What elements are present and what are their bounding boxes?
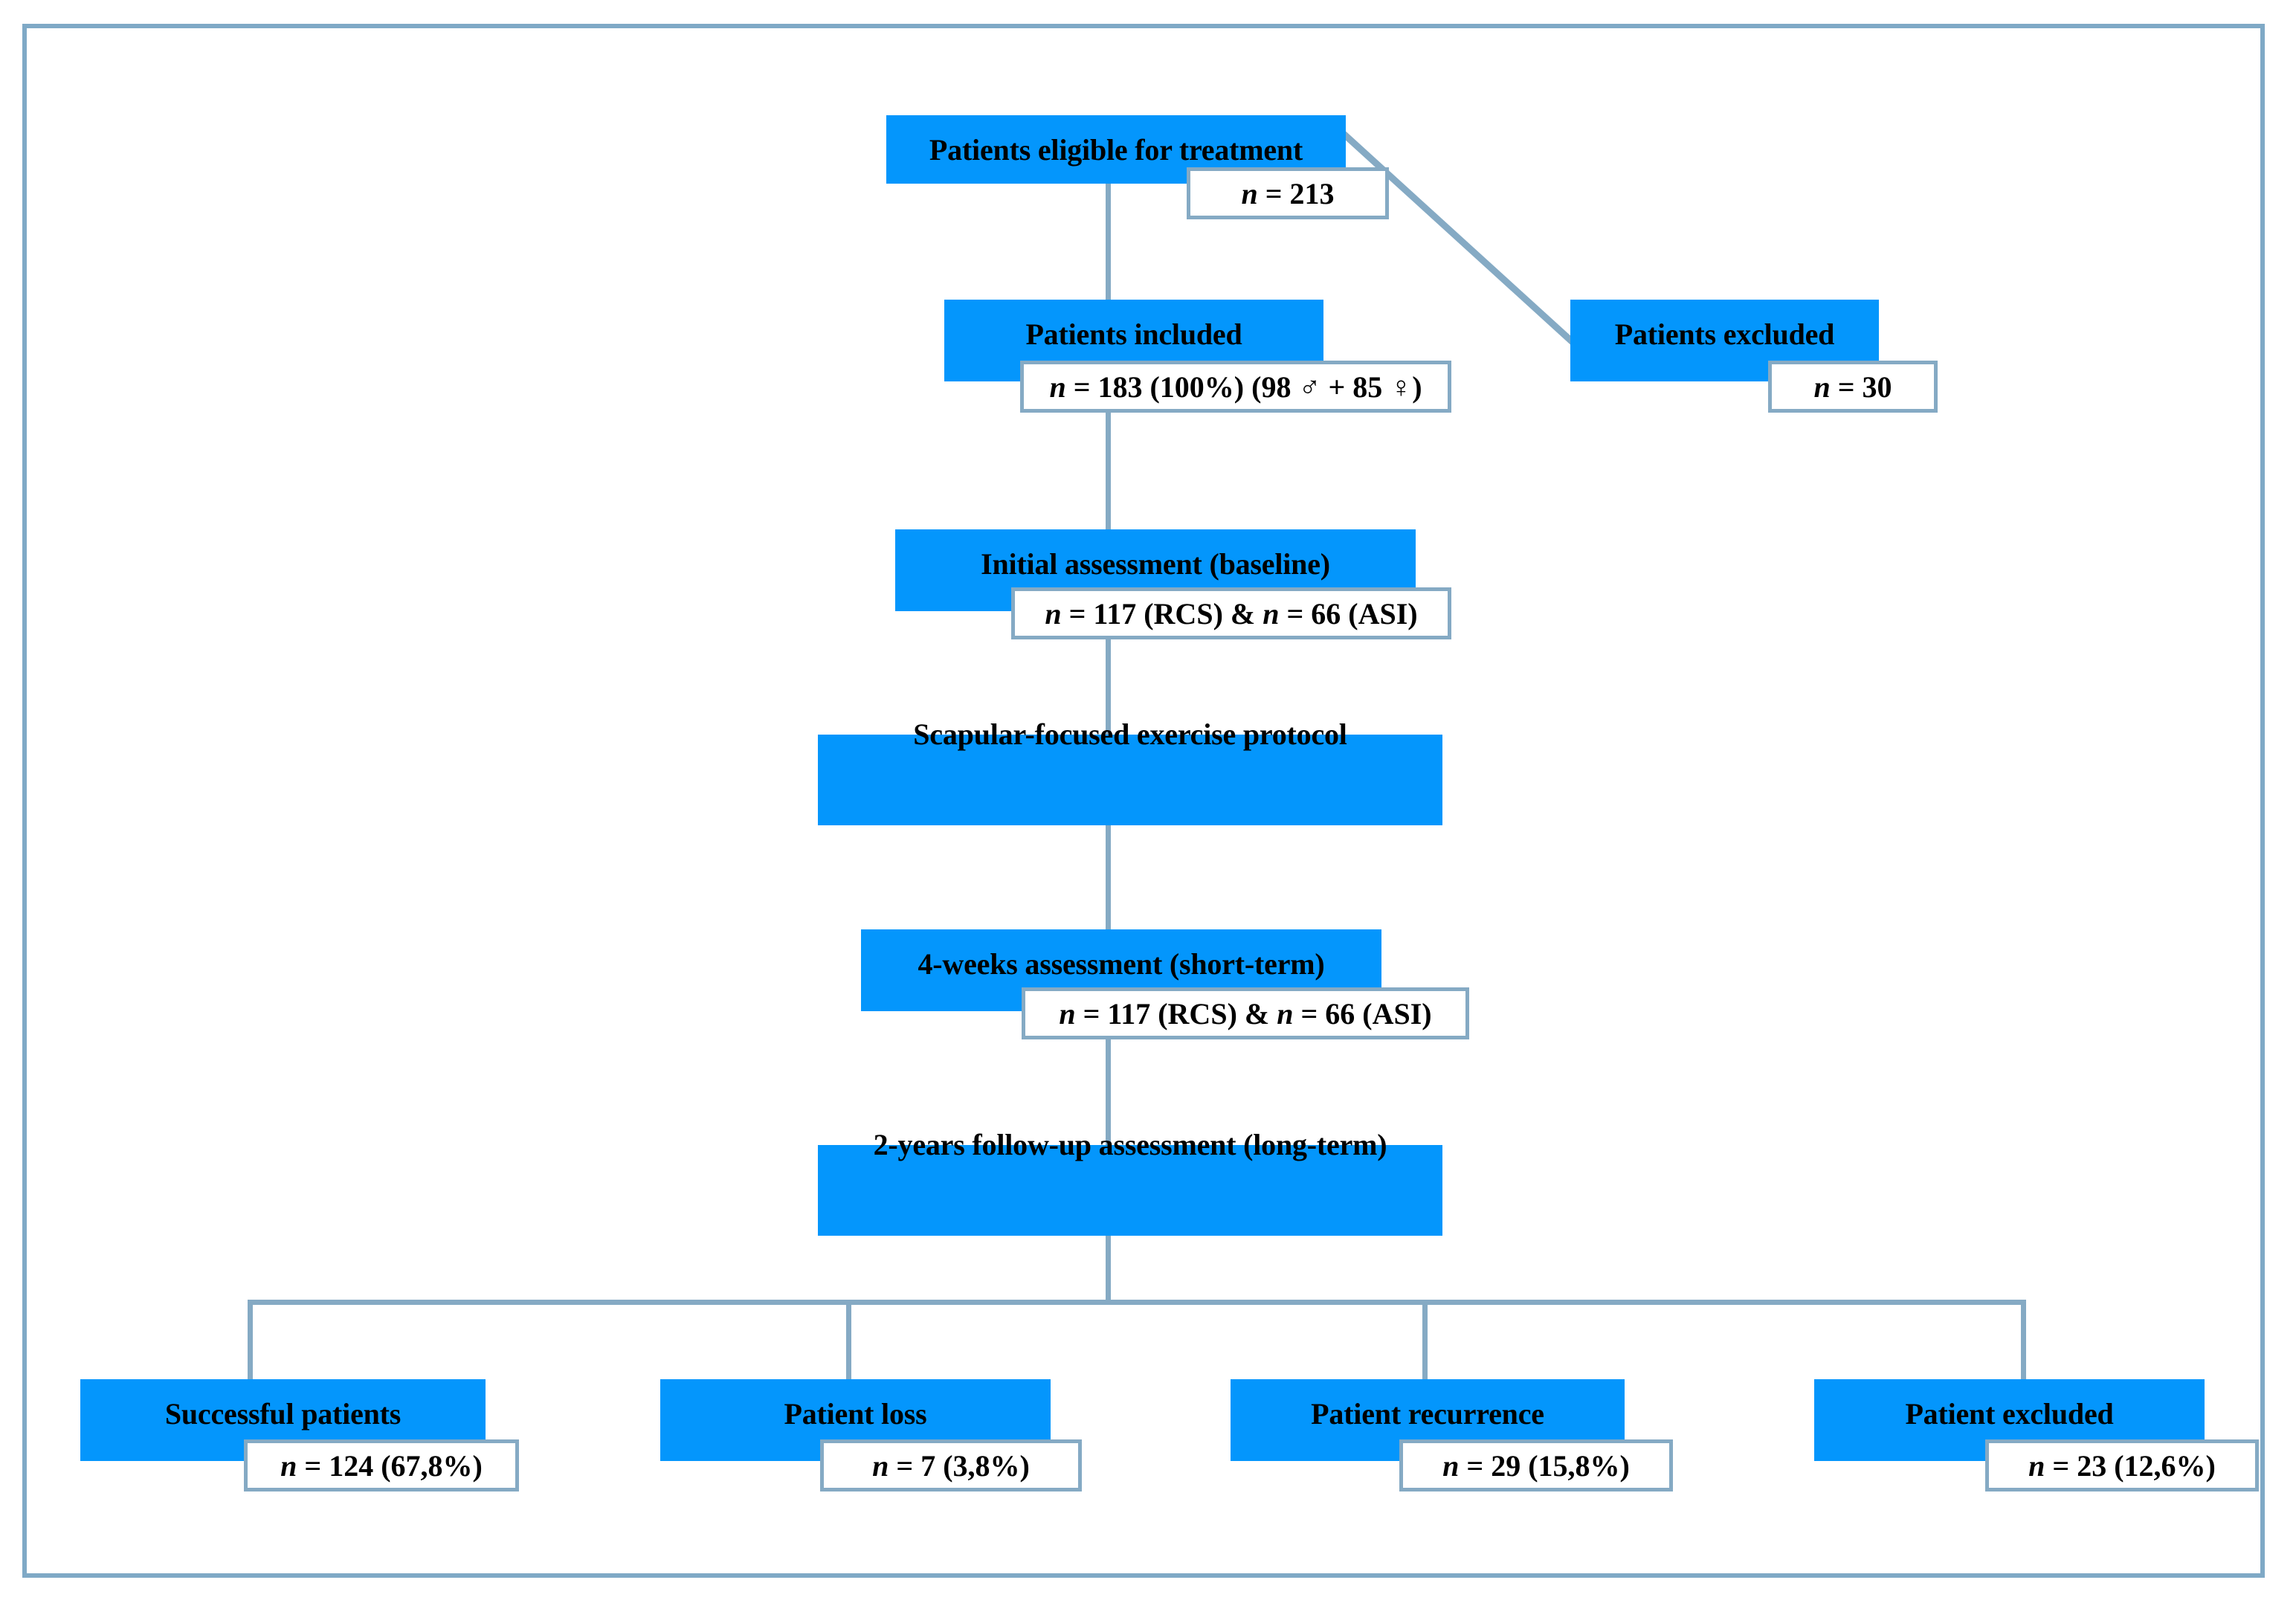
valuebox-text-patient-excluded-bottom: n = 23 (12,6%) (2028, 1448, 2216, 1483)
valuebox-text-patient-recurrence: n = 29 (15,8%) (1442, 1448, 1630, 1483)
valuebox-text-patients-excluded-top: n = 30 (1813, 370, 1892, 404)
valuebox-text-patients-included: n = 183 (100%) (98 ♂ + 85 ♀) (1049, 370, 1422, 404)
node-label-successful-patients: Successful patients (164, 1397, 402, 1431)
node-label-4weeks-assessment: 4-weeks assessment (short-term) (918, 947, 1325, 981)
valuebox-patient-recurrence: n = 29 (15,8%) (1399, 1439, 1673, 1491)
valuebox-text-patient-loss: n = 7 (3,8%) (872, 1448, 1030, 1483)
connector-branch-to-loss (846, 1300, 851, 1381)
node-label-patient-excluded-bottom: Patient excluded (1905, 1397, 2114, 1431)
node-patients-excluded-top[interactable]: Patients excluded (1570, 300, 1879, 381)
node-2years-followup[interactable]: 2-years follow-up assessment (long-term) (818, 1129, 1442, 1236)
connector-included-to-baseline (1106, 309, 1111, 532)
node-label-patient-loss: Patient loss (784, 1397, 927, 1431)
connector-shortterm-to-longterm (1106, 1022, 1111, 1149)
node-label-initial-assessment: Initial assessment (baseline) (981, 547, 1330, 581)
connector-eligible-to-included (1106, 182, 1111, 309)
valuebox-text-initial-assessment: n = 117 (RCS) & n = 66 (ASI) (1045, 596, 1418, 631)
valuebox-patient-loss: n = 7 (3,8%) (820, 1439, 1082, 1491)
node-4weeks-assessment[interactable]: 4-weeks assessment (short-term) (861, 929, 1381, 1011)
valuebox-initial-assessment: n = 117 (RCS) & n = 66 (ASI) (1011, 587, 1451, 639)
node-label-exercise-protocol: Scapular-focused exercise protocol (913, 717, 1347, 751)
valuebox-patient-excluded-bottom: n = 23 (12,6%) (1985, 1439, 2259, 1491)
connector-protocol-to-shortterm (1106, 825, 1111, 937)
valuebox-patients-included: n = 183 (100%) (98 ♂ + 85 ♀) (1020, 361, 1451, 413)
node-exercise-protocol[interactable]: Scapular-focused exercise protocol (818, 719, 1442, 825)
valuebox-text-4weeks-assessment: n = 117 (RCS) & n = 66 (ASI) (1059, 996, 1432, 1031)
connector-branch-to-recurrence (1422, 1300, 1428, 1381)
connector-branch-bar (248, 1300, 2026, 1305)
connector-branch-to-successful (248, 1300, 253, 1381)
valuebox-text-successful-patients: n = 124 (67,8%) (280, 1448, 483, 1483)
node-label-patients-eligible: Patients eligible for treatment (929, 133, 1303, 167)
valuebox-text-patients-eligible: n = 213 (1241, 176, 1335, 210)
valuebox-patients-excluded-top: n = 30 (1768, 361, 1938, 413)
connector-eligible-to-excluded (1340, 130, 1576, 346)
valuebox-successful-patients: n = 124 (67,8%) (244, 1439, 519, 1491)
connector-longterm-to-branchbar (1106, 1234, 1111, 1305)
valuebox-patients-eligible: n = 213 (1187, 167, 1389, 219)
connector-baseline-to-protocol (1106, 587, 1111, 736)
node-successful-patients[interactable]: Successful patients (80, 1379, 486, 1461)
node-label-patients-included: Patients included (1025, 317, 1242, 351)
connector-branch-to-excluded (2021, 1300, 2026, 1381)
node-label-patients-excluded-top: Patients excluded (1614, 317, 1835, 351)
node-label-patient-recurrence: Patient recurrence (1311, 1397, 1544, 1431)
valuebox-4weeks-assessment: n = 117 (RCS) & n = 66 (ASI) (1022, 987, 1469, 1039)
node-label-2years-followup: 2-years follow-up assessment (long-term) (873, 1128, 1387, 1161)
